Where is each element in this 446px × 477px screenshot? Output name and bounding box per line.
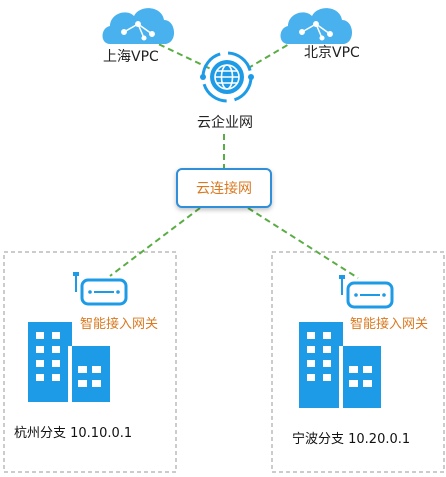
ccn-node: 云连接网	[176, 168, 272, 208]
globe-icon	[200, 51, 254, 103]
vpc-shanghai-label: 上海VPC	[103, 49, 159, 65]
gateway-hz-label: 智能接入网关	[80, 317, 159, 332]
link-shanghai-cen	[149, 39, 214, 71]
link-ccn-gw-hz	[109, 207, 201, 277]
vpc-beijing-label: 北京VPC	[304, 45, 360, 61]
ccn-label: 云连接网	[196, 181, 252, 197]
region-ningbo	[271, 251, 445, 473]
cen-label: 云企业网	[197, 115, 253, 131]
gateway-nb-label: 智能接入网关	[350, 317, 429, 332]
router-icon	[73, 272, 128, 306]
cloud-icon	[280, 8, 353, 44]
link-beijing-cen	[244, 39, 297, 71]
building-icon	[28, 322, 110, 402]
router-icon	[339, 275, 394, 309]
branch-nb-label: 宁波分支 10.20.0.1	[292, 432, 411, 447]
building-icon	[299, 322, 381, 408]
link-ccn-gw-nb	[247, 207, 359, 279]
cloud-icon	[102, 8, 175, 44]
branch-hz-label: 杭州分支 10.10.0.1	[14, 426, 133, 441]
region-hangzhou	[3, 251, 177, 473]
links	[109, 39, 359, 279]
